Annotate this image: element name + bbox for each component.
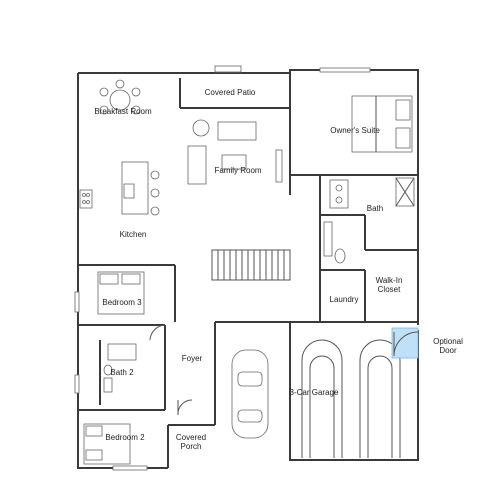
label-owners-suite: Owner's Suite [330,126,380,135]
label-bedroom-3: Bedroom 3 [102,298,142,307]
label-kitchen: Kitchen [120,230,147,239]
kitchen-furniture [79,161,160,216]
bath-2-fixtures [103,343,137,393]
porch-door [177,399,193,416]
label-porch: Porch [181,442,202,451]
label-door: Door [439,346,457,355]
label-family-room: Family Room [214,166,261,175]
label-bath: Bath [367,204,383,213]
owners-bath-fixtures [323,177,415,264]
staircase [211,249,291,281]
breakfast-table [99,79,141,115]
interior-walls [78,73,418,411]
label-laundry: Laundry [330,295,359,304]
bedroom-3-bed [97,271,166,341]
bedroom-2-bed [83,423,131,465]
label-garage: 3-Car Garage [290,388,339,397]
label-bedroom-2: Bedroom 2 [105,433,145,442]
label-optional: Optional [433,337,463,346]
label-bath-2: Bath 2 [110,368,134,377]
label-walk-in: Walk-In [376,276,403,285]
label-covered: Covered [176,433,206,442]
family-room-furniture [187,119,283,185]
owners-suite-bed [351,95,413,153]
exterior-walls [74,65,419,471]
garage-cars [231,339,401,458]
label-closet: Closet [378,285,401,294]
optional-door-highlight [391,327,419,359]
label-covered-patio: Covered Patio [205,88,256,97]
label-foyer: Foyer [182,354,203,363]
label-breakfast-room: Breakfast Room [94,107,152,116]
